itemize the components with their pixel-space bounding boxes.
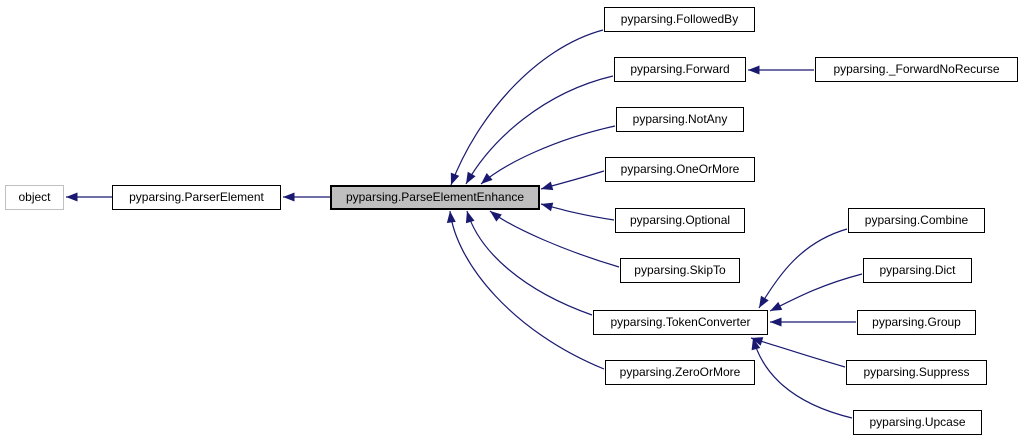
node-pyparsing-followedby[interactable]: pyparsing.FollowedBy [604, 7, 755, 32]
node-pyparsing-upcase[interactable]: pyparsing.Upcase [853, 410, 982, 435]
edge-combine-tokenconverter [758, 228, 848, 309]
edge-followedby-parseelementenhance [450, 29, 604, 186]
edge-forward-parseelementenhance [465, 75, 614, 185]
edge-suppress-tokenconverter [750, 337, 846, 368]
node-pyparsing-notany[interactable]: pyparsing.NotAny [616, 107, 744, 132]
node-pyparsing-dict[interactable]: pyparsing.Dict [863, 258, 972, 283]
node-pyparsing-combine[interactable]: pyparsing.Combine [848, 208, 985, 233]
node-pyparsing-parserelement[interactable]: pyparsing.ParserElement [112, 185, 281, 210]
node-pyparsing-suppress[interactable]: pyparsing.Suppress [846, 360, 987, 385]
edge-oneormore-parseelementenhance [540, 170, 605, 191]
node-object: object [5, 185, 64, 210]
node-pyparsing-zeroormore[interactable]: pyparsing.ZeroOrMore [605, 360, 755, 385]
node-pyparsing-parseelementenhance: pyparsing.ParseElementEnhance [330, 185, 540, 210]
node-pyparsing-forwardnorecurse[interactable]: pyparsing._ForwardNoRecurse [815, 57, 1018, 82]
edge-upcase-tokenconverter [751, 337, 853, 419]
edge-optional-parseelementenhance [540, 202, 615, 221]
edge-notany-parseelementenhance [480, 125, 616, 185]
node-pyparsing-optional[interactable]: pyparsing.Optional [615, 208, 745, 233]
node-pyparsing-forward[interactable]: pyparsing.Forward [614, 57, 746, 82]
edge-skipto-parseelementenhance [489, 210, 620, 268]
node-pyparsing-skipto[interactable]: pyparsing.SkipTo [620, 258, 740, 283]
edge-tokenconverter-parseelementenhance [465, 210, 593, 316]
node-pyparsing-oneormore[interactable]: pyparsing.OneOrMore [605, 157, 755, 182]
node-pyparsing-tokenconverter[interactable]: pyparsing.TokenConverter [593, 310, 768, 335]
node-pyparsing-group[interactable]: pyparsing.Group [857, 310, 976, 335]
edge-zeroormore-parseelementenhance [446, 210, 605, 370]
edge-dict-tokenconverter [769, 273, 863, 312]
